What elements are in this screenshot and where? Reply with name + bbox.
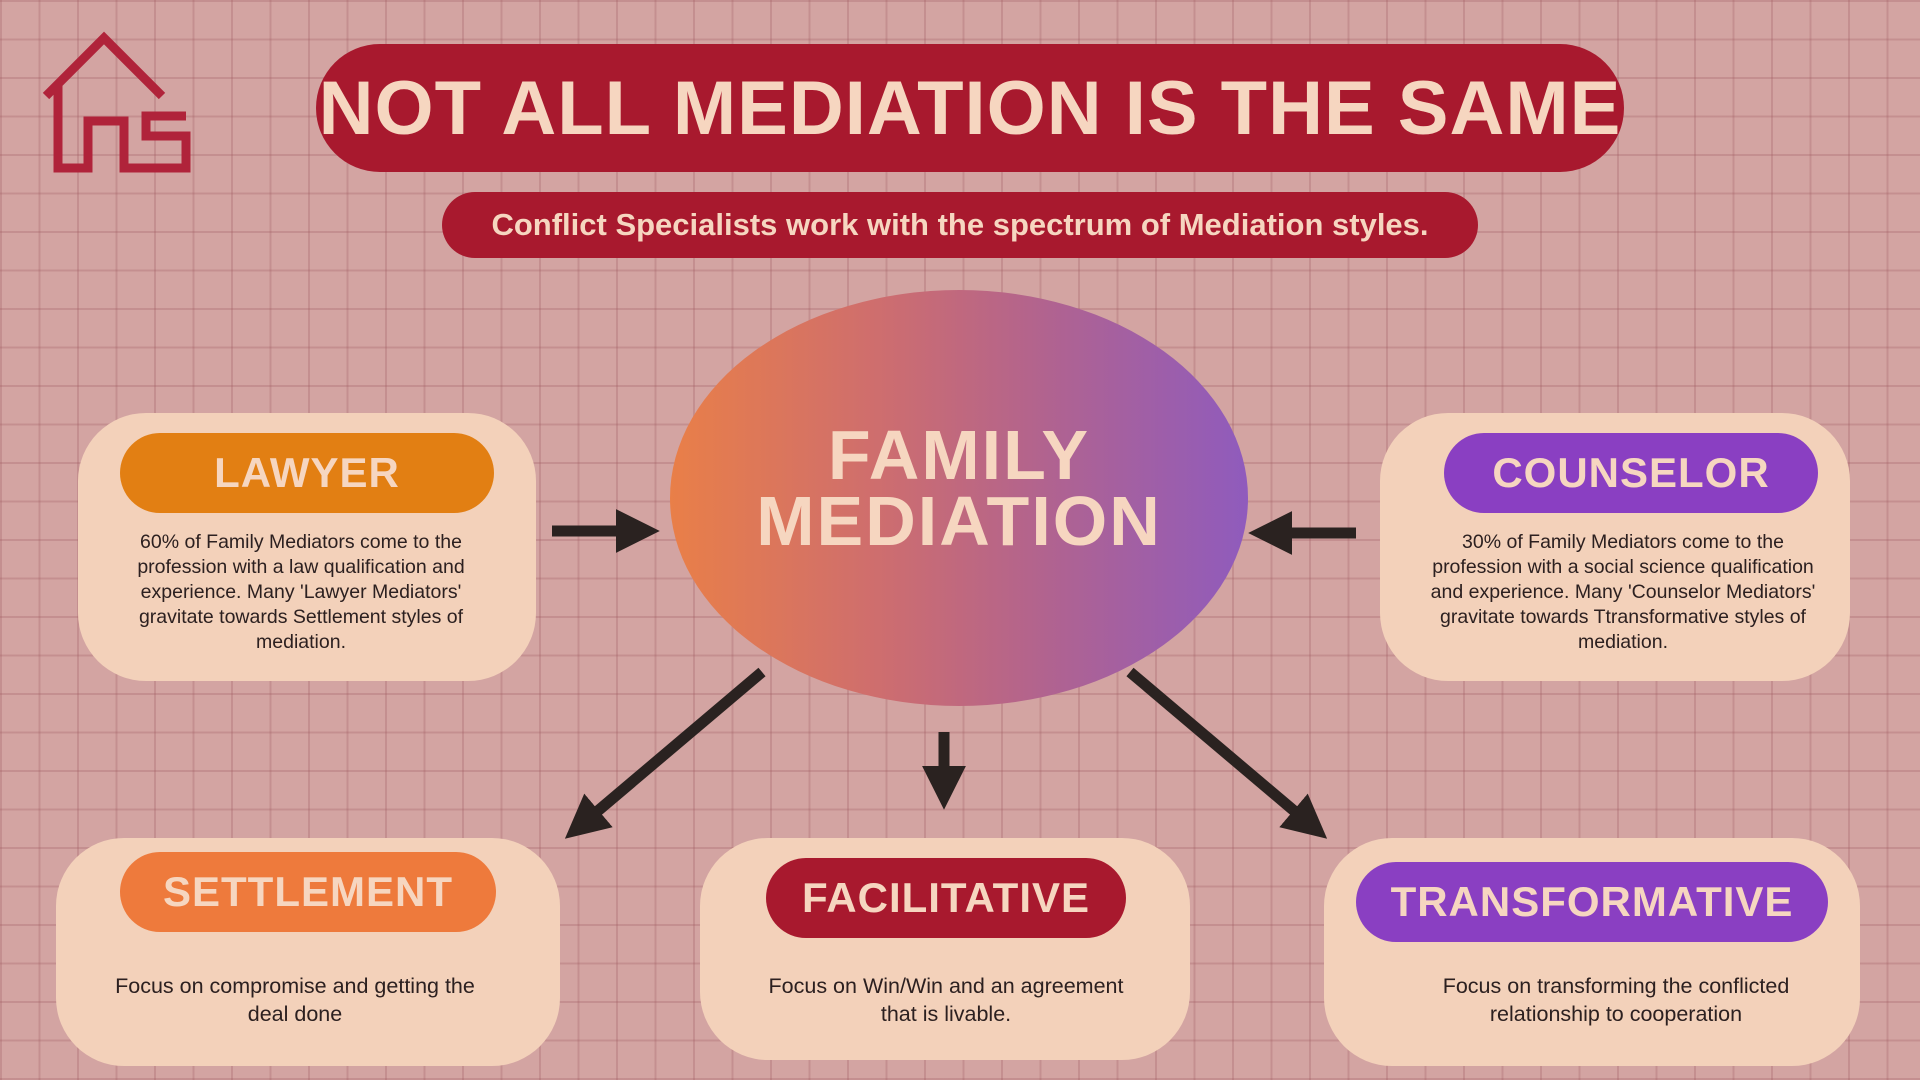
settlement-description: Focus on compromise and getting the deal…	[115, 974, 475, 1026]
settlement-label: SETTLEMENT	[120, 852, 496, 932]
page-title: NOT ALL MEDIATION IS THE SAME	[316, 44, 1624, 172]
lawyer-label: LAWYER	[120, 433, 494, 513]
arrow-center-to-settlement	[564, 667, 766, 839]
transformative-label: TRANSFORMATIVE	[1356, 862, 1828, 942]
counselor-label: COUNSELOR	[1444, 433, 1818, 513]
lawyer-description: 60% of Family Mediators come to the prof…	[137, 531, 465, 653]
page-subtitle: Conflict Specialists work with the spect…	[442, 192, 1478, 258]
center-line-1: FAMILY	[827, 416, 1091, 494]
facilitative-description: Focus on Win/Win and an agreement that i…	[768, 974, 1124, 1026]
counselor-description: 30% of Family Mediators come to the prof…	[1430, 531, 1816, 653]
facilitative-label: FACILITATIVE	[766, 858, 1126, 938]
center-line-2: MEDIATION	[756, 482, 1162, 560]
house-logo-icon	[42, 31, 191, 173]
transformative-description: Focus on transforming the conflicted rel…	[1442, 974, 1790, 1026]
arrow-center-to-transformative	[1126, 667, 1328, 839]
family-mediation-oval: FAMILY MEDIATION	[670, 290, 1248, 706]
